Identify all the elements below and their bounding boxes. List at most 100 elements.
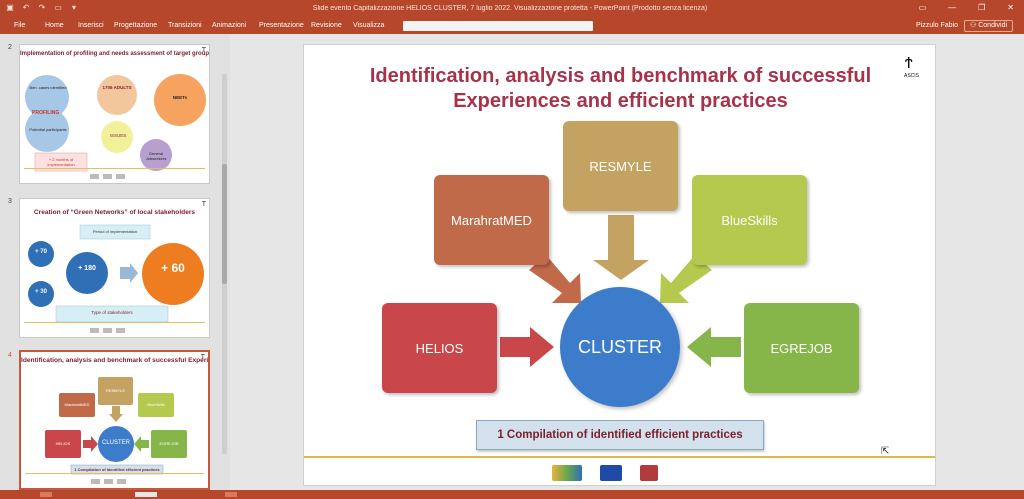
node-marahratmed: MarahratMED xyxy=(434,175,549,265)
node-egrejob: EGREJOB xyxy=(744,303,859,393)
thumb-bubble: General Jobseekers xyxy=(145,151,167,161)
thumb-node: MarahratMED xyxy=(64,402,90,407)
thumb-note: 1 Compilation of identified efficient pr… xyxy=(74,467,160,472)
present-icon[interactable]: ▭ xyxy=(54,3,62,12)
thumb-footer-line xyxy=(25,473,204,474)
eu-flag-icon xyxy=(600,465,622,481)
taskbar-icon[interactable] xyxy=(225,492,237,497)
window-title: Slide evento Capitalizzazione HELIOS CLU… xyxy=(312,5,708,12)
thumb-3-graphic xyxy=(28,224,204,323)
tab-slideshow[interactable]: Presentazione xyxy=(259,22,304,29)
node-helios: HELIOS xyxy=(382,303,497,393)
thumb-node: EGREJOB xyxy=(159,441,179,446)
thumb-footer-logos xyxy=(90,328,125,333)
tab-design[interactable]: Progettazione xyxy=(114,22,158,29)
ascis-logo-text: ASCIS xyxy=(904,73,920,79)
ribbon-display-icon[interactable]: ▭ xyxy=(918,3,927,12)
region-crest-icon xyxy=(640,465,658,481)
ribbon-tabs: File Home Inserisci Progettazione Transi… xyxy=(0,18,1024,34)
taskbar-icon[interactable] xyxy=(40,492,52,497)
thumb-title: Implementation of profiling and needs as… xyxy=(20,51,210,57)
thumb-2-graphic xyxy=(25,74,206,172)
customize-icon[interactable]: ▾ xyxy=(71,3,76,12)
tab-view[interactable]: Visualizza xyxy=(353,22,385,29)
minimize-icon[interactable]: — xyxy=(948,3,957,12)
thumb-logo-icon: T xyxy=(200,354,205,361)
taskbar-icon[interactable] xyxy=(135,492,157,497)
thumb-bubble: PROFILING xyxy=(32,110,60,116)
thumb-note: + 2 months of implementation xyxy=(47,157,75,167)
restore-icon[interactable]: ❐ xyxy=(978,3,986,12)
thumb-footer-line xyxy=(24,168,205,169)
arrow-blueskills xyxy=(660,255,712,303)
arrow-egrejob xyxy=(687,327,741,367)
user-name[interactable]: Pizzulo Fabio xyxy=(916,22,959,29)
save-icon[interactable]: ▣ xyxy=(6,3,14,12)
thumb-circle: + 180 xyxy=(78,265,96,272)
diagram-arrows xyxy=(500,215,741,367)
person-icon: ⚇ xyxy=(970,22,979,29)
thumb-title: Creation of “Green Networks” of local st… xyxy=(33,209,196,216)
redo-icon[interactable]: ↷ xyxy=(38,3,46,12)
compilation-box: 1 Compilation of identified efficient pr… xyxy=(476,420,764,450)
thumb-bubble: 1706 ADULTS xyxy=(102,85,132,90)
enicbcmed-logo-icon xyxy=(552,465,582,481)
node-resmyle: RESMYLE xyxy=(563,121,678,211)
ascis-logo-icon: Ϯ xyxy=(905,55,913,72)
thumb-number: 2 xyxy=(8,44,12,51)
thumb-title-line: Identification, analysis and benchmark o… xyxy=(21,357,209,364)
arrow-marahratmed xyxy=(529,255,581,303)
scrollbar-thumb[interactable] xyxy=(222,164,227,284)
current-slide[interactable]: Identification, analysis and benchmark o… xyxy=(303,44,936,486)
node-blueskills: BlueSkills xyxy=(692,175,807,265)
thumb-note: Period of implementation xyxy=(92,229,138,234)
share-button[interactable]: ⚇ Condividi xyxy=(964,20,1014,32)
thumb-footer-logos xyxy=(91,479,126,484)
thumb-node: BlueSkills xyxy=(147,402,165,407)
window-controls: ▭ — ❐ ✕ xyxy=(919,3,1014,12)
arrow-helios xyxy=(500,327,554,367)
slide-title-line-1: Identification, analysis and benchmark o… xyxy=(369,65,872,87)
thumb-footer-line xyxy=(24,322,205,323)
thumb-logo-icon: T xyxy=(201,47,206,54)
tab-animations[interactable]: Animazioni xyxy=(212,22,247,29)
taskbar xyxy=(0,490,1024,499)
arrow-resmyle xyxy=(593,215,649,280)
title-bar: ▣ ↶ ↷ ▭ ▾ Slide evento Capitalizzazione … xyxy=(0,0,1024,18)
tab-review[interactable]: Revisione xyxy=(311,22,342,29)
thumb-number: 3 xyxy=(8,198,12,205)
thumb-bubble: Ben. cases identified xyxy=(29,85,67,90)
thumb-footer-logos xyxy=(90,174,125,179)
search-input[interactable] xyxy=(403,21,593,31)
thumb-number: 4 xyxy=(8,352,12,359)
thumb-circle: + 30 xyxy=(35,289,47,295)
mouse-cursor-icon: ⇱ xyxy=(881,446,890,457)
tab-home[interactable]: Home xyxy=(45,22,64,29)
slide-thumbnail-4[interactable]: Identification, analysis and benchmark o… xyxy=(19,350,210,490)
undo-icon[interactable]: ↶ xyxy=(22,3,30,12)
thumb-4-graphic xyxy=(45,377,187,475)
tab-insert[interactable]: Inserisci xyxy=(78,22,104,29)
slide-footer-logos xyxy=(552,465,658,481)
quick-access-toolbar: ▣ ↶ ↷ ▭ ▾ xyxy=(6,4,78,12)
thumbnail-scrollbar[interactable] xyxy=(222,74,227,454)
slide-thumbnail-2[interactable]: Implementation of profiling and needs as… xyxy=(19,44,210,184)
tab-file[interactable]: File xyxy=(14,22,26,29)
node-cluster: CLUSTER xyxy=(560,287,680,407)
tab-transitions[interactable]: Transizioni xyxy=(168,22,202,29)
thumb-bubble: ISSUES xyxy=(109,133,127,138)
thumb-note: Type of stakeholders xyxy=(91,310,133,315)
share-label: Condividi xyxy=(978,22,1008,29)
slide-thumbnail-pane: 2 Implementation of profiling and needs … xyxy=(0,34,230,490)
thumb-bubble: Potential participants xyxy=(29,127,67,132)
thumb-logo-icon: T xyxy=(201,201,206,208)
slide-thumbnail-3[interactable]: Creation of “Green Networks” of local st… xyxy=(19,198,210,338)
thumb-bubble: NEETs xyxy=(172,95,188,100)
slide-footer-line xyxy=(304,456,935,458)
thumb-node: RESMYLE xyxy=(105,388,126,393)
thumb-node: HELIOS xyxy=(55,441,71,446)
thumb-node: CLUSTER xyxy=(101,440,130,446)
close-icon[interactable]: ✕ xyxy=(1007,3,1014,12)
thumb-circle: + 60 xyxy=(161,261,185,275)
